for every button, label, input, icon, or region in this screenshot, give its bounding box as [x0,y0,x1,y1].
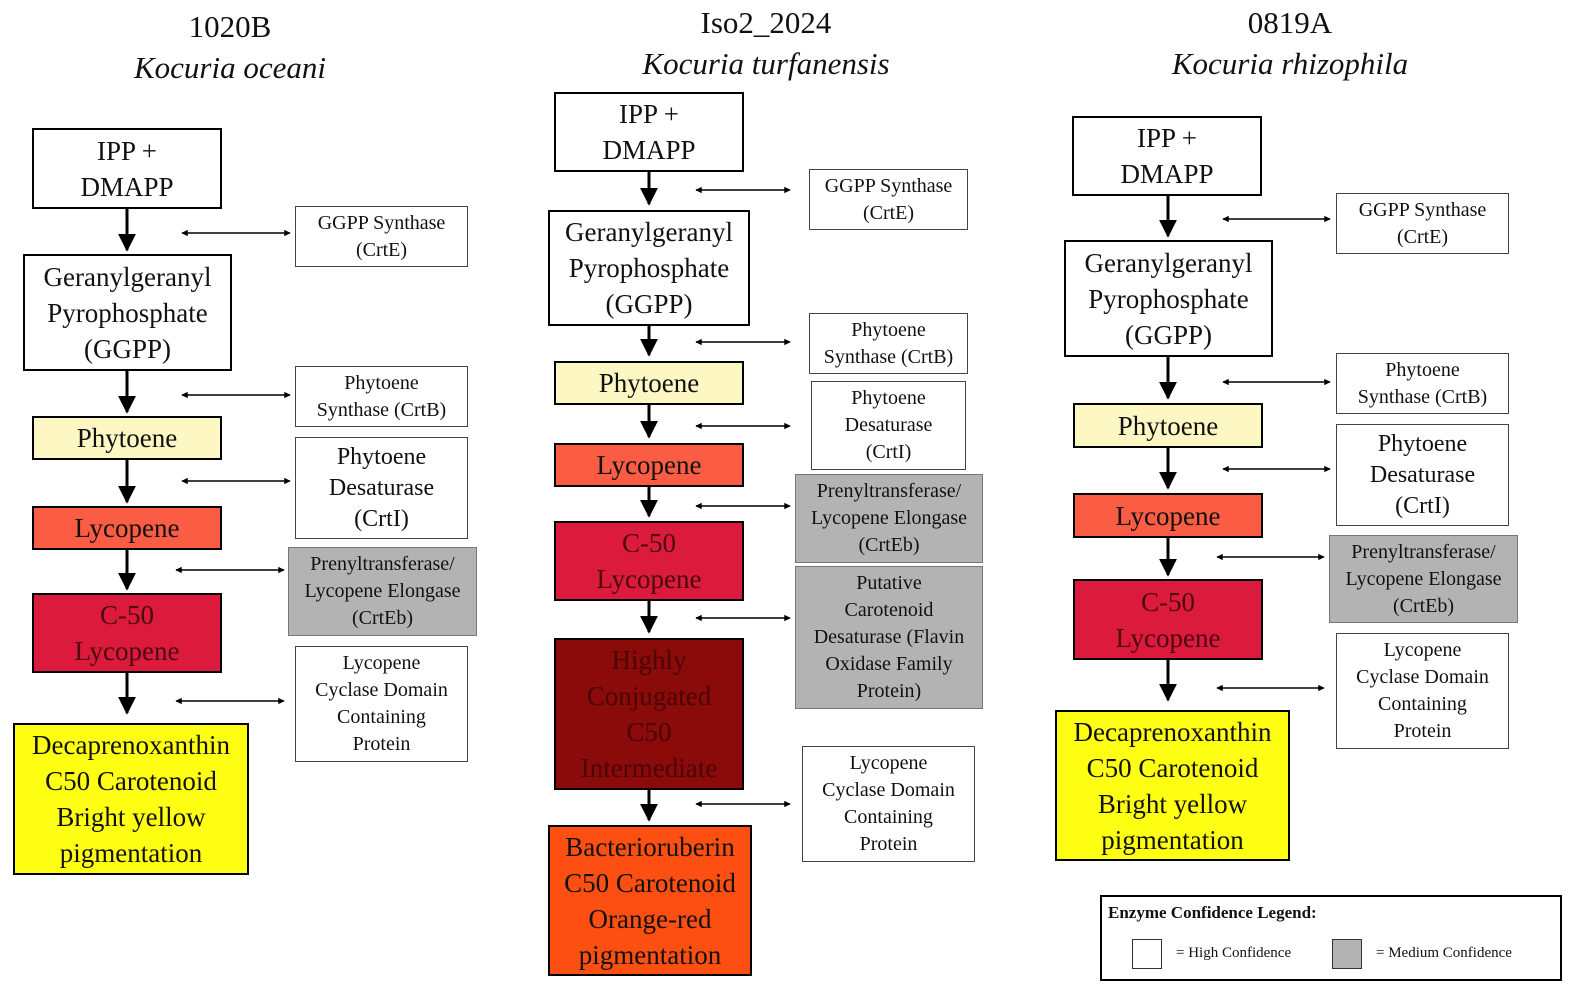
enzyme-crte: GGPP Synthase (CrtE) [809,169,968,230]
enzyme-crteb: Prenyltransferase/ Lycopene Elongase (Cr… [1329,535,1518,623]
species-name: Kocuria turfanensis [642,46,890,81]
node-phytoene: Phytoene [1073,403,1263,448]
enzyme-lycopene-cyclase: Lycopene Cyclase Domain Containing Prote… [295,646,468,762]
enzyme-crteb: Prenyltransferase/ Lycopene Elongase (Cr… [795,474,983,563]
enzyme-lycopene-cyclase: Lycopene Cyclase Domain Containing Prote… [802,746,975,862]
strain-code: 1020B [188,9,272,44]
node-decaprenoxanthin: Decaprenoxanthin C50 Carotenoid Bright y… [13,723,249,875]
node-phytoene: Phytoene [32,416,222,460]
legend-swatch-medium [1332,939,1362,969]
column-header-2: Iso2_2024 Kocuria turfanensis [586,2,946,84]
node-ggpp: Geranylgeranyl Pyrophosphate (GGPP) [548,210,750,326]
enzyme-crti: Phytoene Desaturase (CrtI) [295,437,468,539]
species-name: Kocuria rhizophila [1171,46,1409,81]
confidence-legend: Enzyme Confidence Legend: = High Confide… [1100,895,1562,981]
species-name: Kocuria oceani [134,50,326,85]
node-phytoene: Phytoene [554,361,744,405]
enzyme-crtb: Phytoene Synthase (CrtB) [295,366,468,427]
enzyme-crte: GGPP Synthase (CrtE) [295,206,468,267]
column-header-1: 1020B Kocuria oceani [70,6,390,88]
strain-code: Iso2_2024 [700,5,832,40]
enzyme-crtb: Phytoene Synthase (CrtB) [1336,353,1509,414]
enzyme-crte: GGPP Synthase (CrtE) [1336,193,1509,254]
node-decaprenoxanthin: Decaprenoxanthin C50 Carotenoid Bright y… [1055,710,1290,861]
node-c50-lycopene: C-50 Lycopene [1073,579,1263,660]
node-lycopene: Lycopene [1073,493,1263,538]
enzyme-crti: Phytoene Desaturase (CrtI) [1336,424,1509,526]
legend-title: Enzyme Confidence Legend: [1108,903,1317,922]
node-c50-lycopene: C-50 Lycopene [32,593,222,673]
node-ggpp: Geranylgeranyl Pyrophosphate (GGPP) [1064,240,1273,357]
node-lycopene: Lycopene [554,443,744,487]
enzyme-putative-carotenoid-desaturase: Putative Carotenoid Desaturase (Flavin O… [795,566,983,709]
node-bacterioruberin: Bacterioruberin C50 Carotenoid Orange-re… [548,825,752,976]
enzyme-crteb: Prenyltransferase/ Lycopene Elongase (Cr… [288,547,477,636]
strain-code: 0819A [1247,5,1333,40]
legend-label-medium: = Medium Confidence [1376,945,1512,961]
legend-label-high: = High Confidence [1176,945,1292,961]
node-ggpp: Geranylgeranyl Pyrophosphate (GGPP) [23,254,232,371]
node-c50-lycopene: C-50 Lycopene [554,521,744,601]
node-ipp-dmapp: IPP + DMAPP [1072,116,1262,196]
column-header-3: 0819A Kocuria rhizophila [1110,2,1470,84]
node-ipp-dmapp: IPP + DMAPP [554,92,744,172]
enzyme-lycopene-cyclase: Lycopene Cyclase Domain Containing Prote… [1336,633,1509,749]
legend-swatch-high [1132,939,1162,969]
enzyme-crti: Phytoene Desaturase (CrtI) [811,381,966,470]
node-ipp-dmapp: IPP + DMAPP [32,128,222,209]
enzyme-crtb: Phytoene Synthase (CrtB) [809,313,968,374]
node-lycopene: Lycopene [32,506,222,550]
node-highly-conjugated-intermediate: Highly Conjugated C50 Intermediate [554,638,744,790]
